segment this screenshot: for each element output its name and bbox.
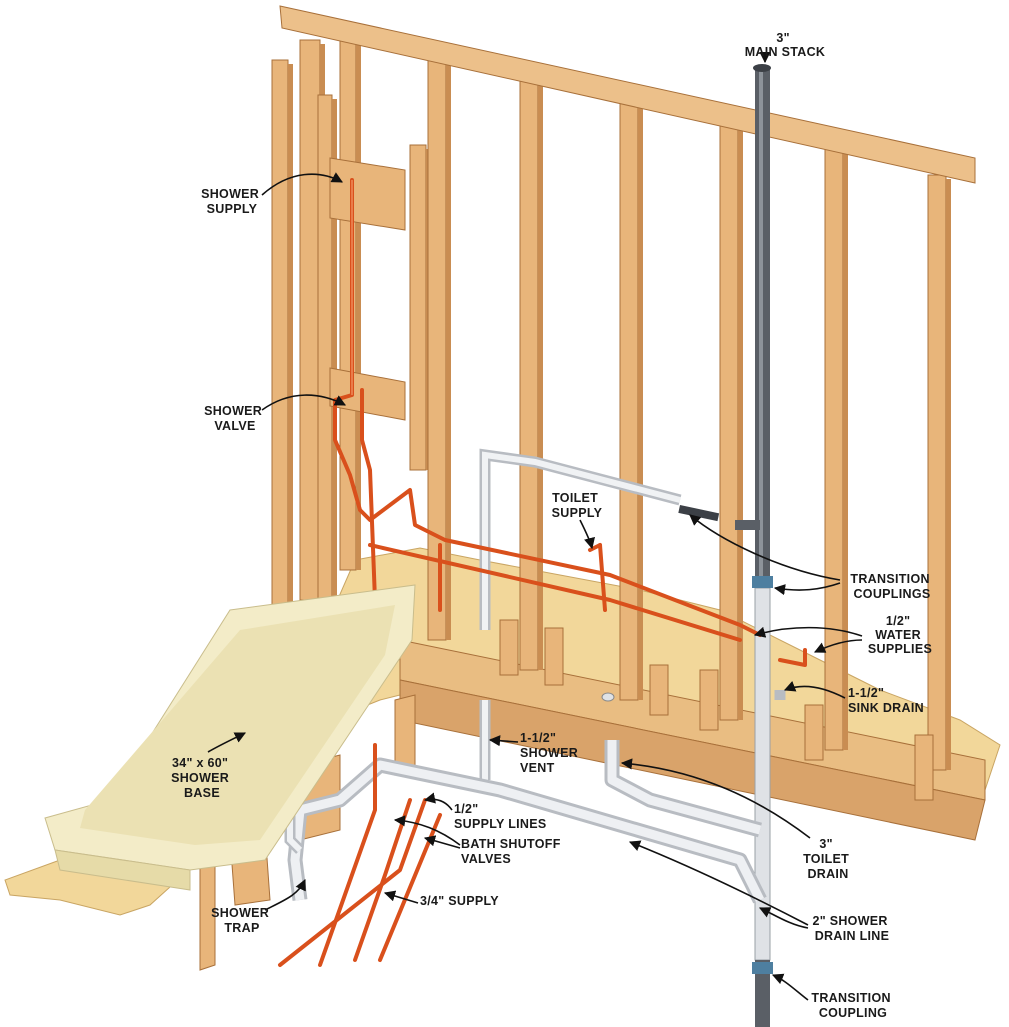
label-shower-base: 34" x 60" SHOWER BASE [171, 756, 233, 800]
cripple-stud [544, 627, 564, 686]
callout-arrows [207, 51, 863, 1001]
blocking-upper [329, 157, 406, 231]
label-transition-couplings: TRANSITION COUPLINGS [850, 572, 933, 601]
wall-stud [409, 144, 427, 471]
label-shower-supply: SHOWER SUPPLY [201, 187, 263, 216]
cripple-stud [699, 669, 719, 731]
wall-stud-side [638, 104, 643, 700]
wall-stud [824, 147, 844, 751]
wall-stud-side [446, 64, 451, 640]
pvc-pipes [277, 448, 786, 904]
top-plate [279, 5, 976, 184]
wall-studs [271, 39, 951, 801]
blocking-lower [329, 367, 406, 421]
main-stack [678, 64, 773, 1027]
label-shower-drain-line: 2" SHOWER DRAIN LINE [812, 914, 891, 943]
label-water-supplies: 1/2" WATER SUPPLIES [868, 614, 932, 656]
label-main-stack: 3" MAIN STACK [745, 31, 826, 59]
callout-labels: 3" MAIN STACK SHOWER SUPPLY SHOWER VALVE… [171, 31, 933, 1020]
label-toilet-drain: 3" TOILET DRAIN [803, 837, 853, 881]
wall-stud [619, 99, 639, 701]
wall-stud [927, 174, 947, 771]
wall-stud [719, 124, 739, 721]
wall-stud-side [356, 44, 361, 570]
wall-stud-side [332, 99, 337, 610]
label-sink-drain: 1-1/2" SINK DRAIN [848, 686, 924, 715]
label-shutoff-valves: BATH SHUTOFF VALVES [461, 837, 564, 866]
cripple-stud [804, 704, 824, 761]
wall-stud [299, 39, 321, 601]
label-shower-vent: 1-1/2" SHOWER VENT [520, 731, 582, 775]
label-main-supply: 3/4" SUPPLY [420, 894, 499, 908]
label-shower-trap: SHOWER TRAP [211, 906, 273, 935]
label-toilet-supply: TOILET SUPPLY [552, 491, 603, 520]
wall-stud-side [538, 84, 543, 670]
label-supply-lines: 1/2" SUPPLY LINES [454, 802, 547, 831]
wall-stud [427, 59, 447, 641]
cripple-stud [649, 664, 669, 716]
wall-stud-side [738, 129, 743, 720]
wall-stud-side [946, 179, 951, 770]
wall-stud-side [843, 152, 848, 750]
wall-stud [271, 59, 289, 641]
cripple-stud [499, 619, 519, 676]
transition-coupling-upper [752, 576, 773, 588]
wall-stud-side [288, 64, 293, 640]
shower-base [44, 584, 416, 891]
transition-coupling-lower [752, 962, 773, 974]
label-transition-coupling: TRANSITION COUPLING [811, 991, 894, 1020]
cripple-stud [914, 734, 934, 801]
label-shower-valve: SHOWER VALVE [204, 404, 266, 433]
